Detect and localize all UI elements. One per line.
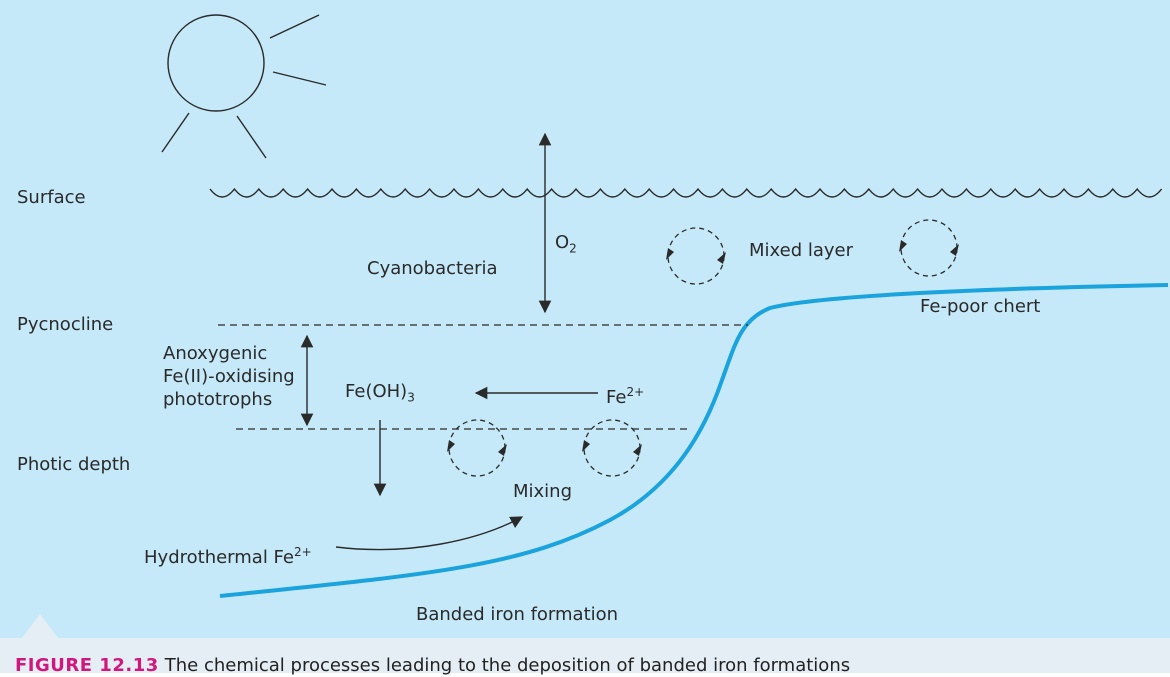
caption-bar [0,638,1170,673]
anoxygenic-label-line2: Fe(II)-oxidising [163,366,295,387]
anoxygenic-label-line1: Anoxygenic [163,343,268,364]
mixing-label: Mixing [513,481,573,502]
hydrothermal-arrow [335,516,524,551]
diagram-svg [22,14,1169,638]
corner-tab [22,614,58,638]
mixing-cycle-icon [666,227,726,285]
feoh3-label: Fe(OH)3 [345,381,415,405]
diagram-canvas: Surface Pycnocline Photic depth Cyanobac… [0,0,1170,638]
banded-iron-label: Banded iron formation [416,604,619,625]
surface-waves [209,187,1163,198]
caption-text: The chemical processes leading to the de… [164,655,851,676]
o2-label: O2 [555,232,577,256]
pycnocline-label: Pycnocline [17,314,114,335]
sun-icon [161,14,327,159]
anoxygenic-label-line3: phototrophs [163,389,273,410]
mixing-cycle-icon [582,419,642,477]
fe2-label: Fe2+ [606,385,645,408]
mixed-layer-label: Mixed layer [749,240,854,261]
cyanobacteria-label: Cyanobacteria [367,258,498,279]
figure-number: FIGURE 12.13 [15,655,159,676]
mixing-cycle-icon [447,419,507,477]
seafloor-line [219,283,1169,598]
photic-depth-label: Photic depth [17,454,131,475]
fe-poor-chert-label: Fe-poor chert [920,296,1041,317]
surface-label: Surface [17,187,86,208]
hydrothermal-label: Hydrothermal Fe2+ [144,545,312,568]
mixing-cycle-icon [899,219,959,277]
